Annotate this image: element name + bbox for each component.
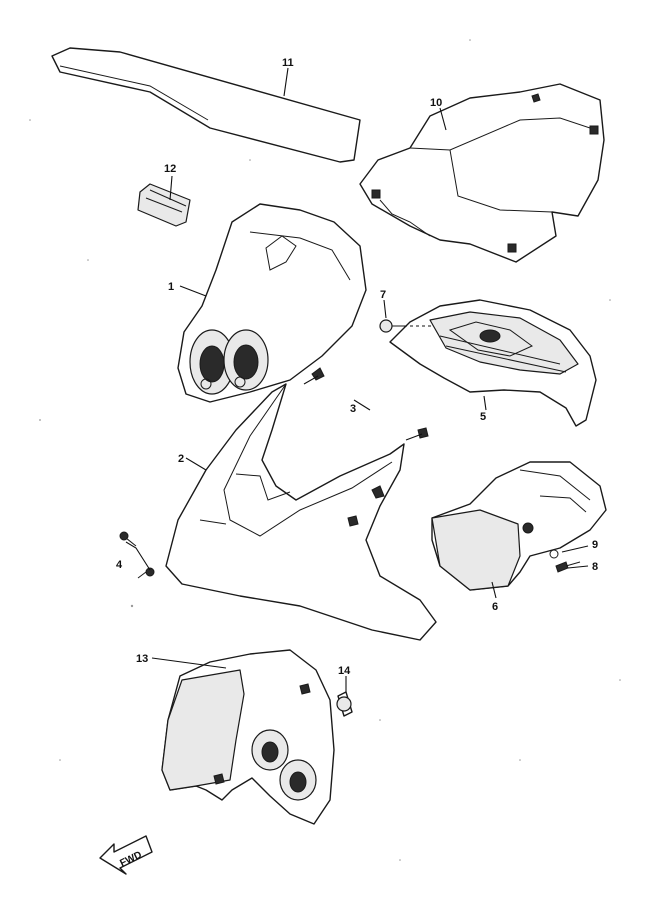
part-14-bolt[interactable] (336, 691, 353, 717)
part-11-seal-strip[interactable] (51, 47, 361, 163)
callout-7: 7 (380, 289, 386, 301)
part-7-bolt[interactable] (379, 319, 404, 333)
part-1-front-upper-cover[interactable] (177, 203, 367, 403)
callout-9: 9 (592, 539, 598, 551)
callout-12: 12 (164, 163, 176, 175)
scan-speckle (29, 39, 621, 861)
callout-8: 8 (592, 561, 598, 573)
callout-13: 13 (136, 653, 148, 665)
callout-2: 2 (178, 453, 184, 465)
leader-lines (125, 67, 589, 692)
callout-5: 5 (480, 411, 486, 423)
part-9-washer[interactable] (549, 549, 559, 559)
callout-11: 11 (282, 57, 294, 69)
part-4-bolts[interactable] (119, 531, 155, 579)
fwd-arrow-icon: FWD (99, 835, 153, 875)
callout-3: 3 (350, 403, 356, 415)
callout-numbers: 11 10 12 1 2 3 4 7 5 6 9 8 13 14 (116, 57, 598, 677)
part-3-screws[interactable] (303, 367, 429, 441)
part-10-inner-cover[interactable] (359, 83, 605, 263)
callout-14: 14 (338, 665, 351, 677)
callout-4: 4 (116, 559, 123, 571)
part-6-lower-panel[interactable] (431, 461, 607, 591)
callout-1: 1 (168, 281, 174, 293)
callout-10: 10 (430, 97, 442, 109)
part-13-lower-cover[interactable] (161, 649, 335, 825)
part-5-meter-cover[interactable] (389, 299, 597, 427)
callout-6: 6 (492, 601, 498, 613)
part-2-front-shield[interactable] (165, 383, 437, 641)
part-12-emblem[interactable] (137, 183, 191, 227)
